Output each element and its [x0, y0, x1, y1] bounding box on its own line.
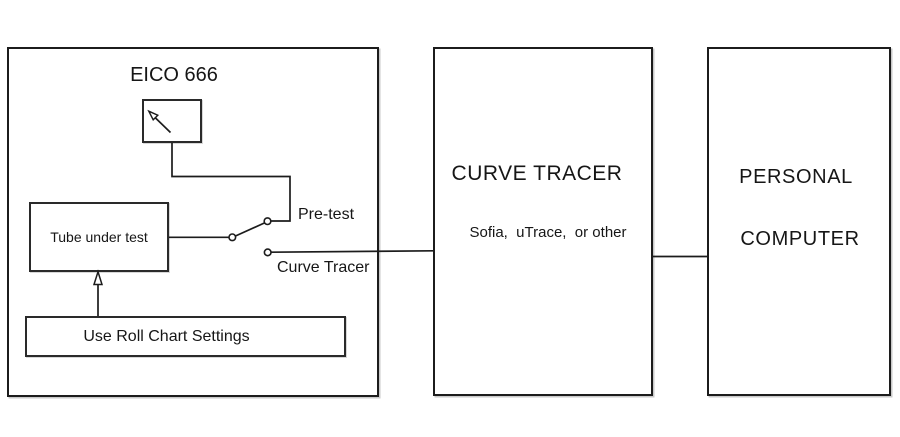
- analog-meter-icon: [142, 99, 202, 143]
- personal-computer-title-line1: PERSONAL: [739, 166, 853, 188]
- tube-under-test-label: Tube under test: [50, 229, 148, 245]
- tube-under-test-box: Tube under test: [29, 202, 169, 272]
- personal-computer-box: [707, 47, 891, 396]
- curve-tracer-title: CURVE TRACER: [451, 162, 623, 185]
- curve-tracer-switch-label: Curve Tracer: [277, 259, 370, 276]
- roll-chart-settings-box: Use Roll Chart Settings: [25, 316, 346, 357]
- pretest-switch-label: Pre-test: [298, 206, 355, 223]
- personal-computer-title-line2: COMPUTER: [740, 228, 860, 250]
- curve-tracer-box: [433, 47, 653, 396]
- curve-tracer-subtitle: Sofia, uTrace, or other: [469, 224, 627, 241]
- roll-chart-settings-label: Use Roll Chart Settings: [83, 327, 250, 345]
- eico-666-title: EICO 666: [130, 64, 218, 86]
